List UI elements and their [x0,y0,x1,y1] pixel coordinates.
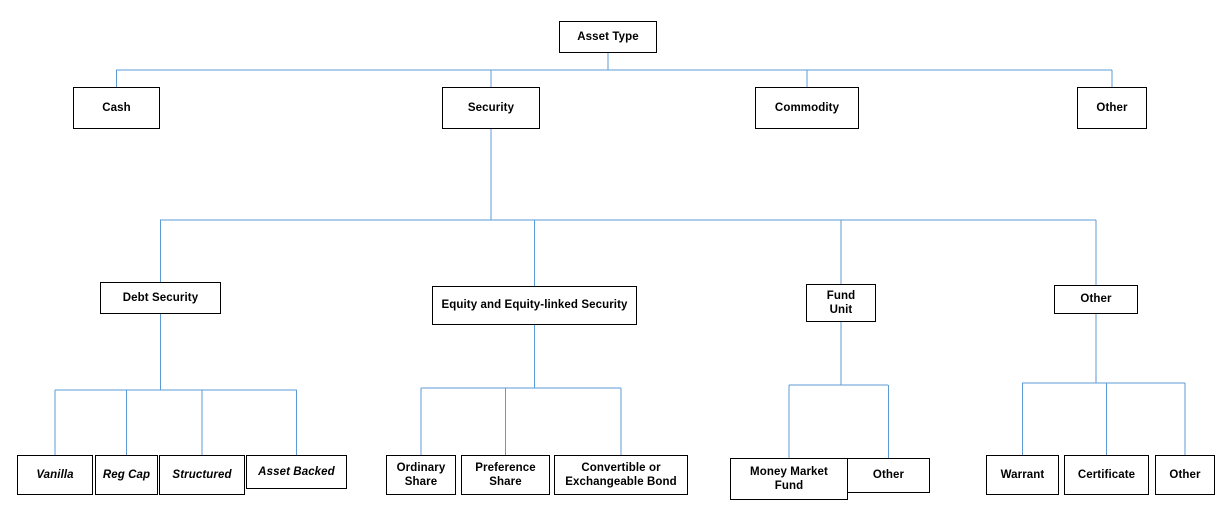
node-label-other-fund: Other [872,469,905,482]
node-commodity[interactable]: Commodity [755,87,859,129]
node-reg-cap[interactable]: Reg Cap [95,455,158,495]
node-money-market-fund[interactable]: Money Market Fund [730,458,848,500]
node-label-commodity: Commodity [774,101,840,114]
node-preference-share[interactable]: Preference Share [461,455,550,495]
node-label-vanilla: Vanilla [36,468,74,481]
node-label-preference-share: Preference Share [475,461,536,488]
node-fund-unit[interactable]: Fund Unit [806,284,876,322]
node-other-level3[interactable]: Other [1054,285,1138,314]
node-label-reg-cap: Reg Cap [102,468,151,481]
node-cash[interactable]: Cash [73,87,160,129]
node-label-security: Security [467,101,515,114]
node-security[interactable]: Security [442,87,540,129]
node-other-level2[interactable]: Other [1077,87,1147,129]
node-label-certificate: Certificate [1077,468,1136,481]
node-label-warrant: Warrant [1000,468,1045,481]
node-label-money-market-fund: Money Market Fund [750,465,828,492]
node-label-equity-and-equity-linked-security: Equity and Equity-linked Security [441,299,628,312]
node-warrant[interactable]: Warrant [986,455,1059,495]
node-certificate[interactable]: Certificate [1064,455,1149,495]
node-label-asset-backed: Asset Backed [258,465,335,478]
node-label-cash: Cash [102,101,131,114]
node-label-other-structured: Other [1169,468,1201,481]
node-label-debt-security: Debt Security [122,291,199,304]
node-equity-and-equity-linked-security[interactable]: Equity and Equity-linked Security [432,286,637,325]
node-asset-backed[interactable]: Asset Backed [246,455,347,489]
node-debt-security[interactable]: Debt Security [100,282,221,314]
node-label-ordinary-share: Ordinary Share [396,461,446,488]
node-label-other-level2: Other [1096,101,1128,114]
node-convertible-or-exchangeable-bond[interactable]: Convertible or Exchangeable Bond [554,455,688,495]
node-structured[interactable]: Structured [159,455,245,495]
node-label-structured: Structured [172,468,232,481]
node-label-convertible-or-exchangeable-bond: Convertible or Exchangeable Bond [565,461,677,488]
node-label-fund-unit: Fund Unit [826,289,856,316]
node-other-fund[interactable]: Other [847,458,930,493]
node-ordinary-share[interactable]: Ordinary Share [386,455,456,495]
node-asset-type[interactable]: Asset Type [559,21,657,53]
node-vanilla[interactable]: Vanilla [17,455,93,495]
node-other-structured[interactable]: Other [1155,455,1215,495]
node-label-asset-type: Asset Type [577,30,639,43]
node-label-other-level3: Other [1080,293,1112,306]
